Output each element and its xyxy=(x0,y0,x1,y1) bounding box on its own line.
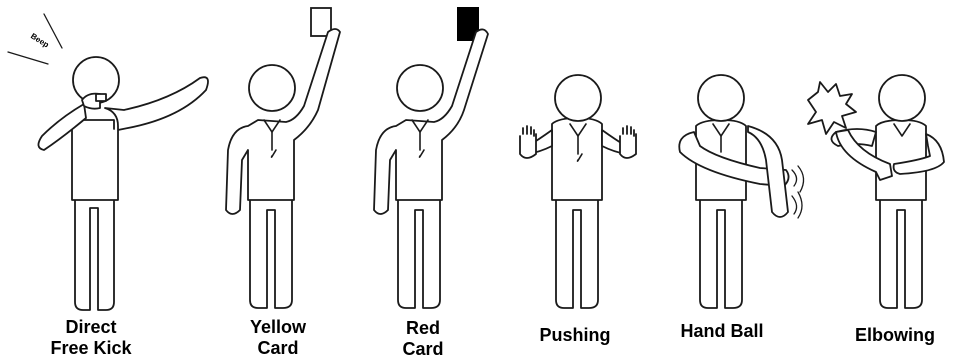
caption-line: Elbowing xyxy=(855,325,935,346)
red-card-figure xyxy=(374,7,488,308)
caption-direct-free-kick: Direct Free Kick xyxy=(50,317,131,359)
elbowing-figure xyxy=(808,75,944,308)
caption-line: Direct xyxy=(50,317,131,338)
yellow-card-figure xyxy=(226,8,340,308)
caption-line: Yellow xyxy=(250,317,306,338)
caption-line: Red xyxy=(402,318,443,339)
caption-red-card: Red Card xyxy=(402,318,443,360)
caption-line: Card xyxy=(402,339,443,360)
caption-elbowing: Elbowing xyxy=(855,325,935,346)
caption-yellow-card: Yellow Card xyxy=(250,317,306,359)
caption-line: Card xyxy=(250,338,306,359)
caption-line: Hand Ball xyxy=(680,321,763,342)
whistle-sound-line xyxy=(8,52,48,64)
caption-hand-ball: Hand Ball xyxy=(680,321,763,342)
caption-line: Pushing xyxy=(540,325,611,346)
pushing-figure xyxy=(520,75,636,308)
direct-free-kick-figure xyxy=(8,14,208,310)
caption-pushing: Pushing xyxy=(540,325,611,346)
hand-ball-figure xyxy=(679,75,803,308)
caption-line: Free Kick xyxy=(50,338,131,359)
impact-burst-icon xyxy=(808,82,856,134)
